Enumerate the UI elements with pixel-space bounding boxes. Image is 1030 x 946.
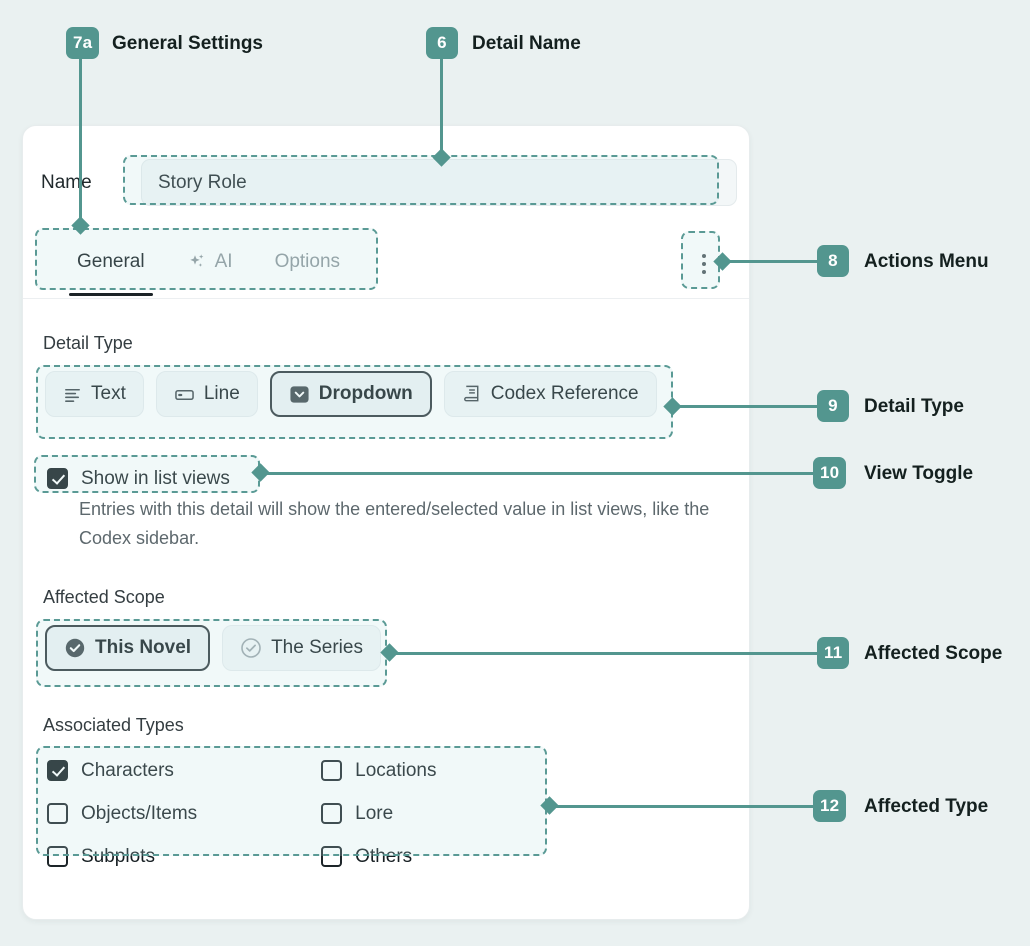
associated-types-column-left: Characters Objects/Items Subplots [47,753,197,874]
annotation-label-actions-menu: Actions Menu [864,251,989,272]
connector-line-6 [440,58,443,158]
annotation-label-affected-type: Affected Type [864,796,989,817]
locations-label: Locations [355,759,437,781]
detail-type-label: Detail Type [43,333,133,353]
connector-line-9 [678,405,819,408]
check-circle-filled-icon [64,637,86,659]
annotation-label-affected-scope: Affected Scope [864,643,1003,664]
affected-scope-options: This Novel The Series [45,625,381,671]
line-input-icon [174,385,195,404]
associated-type-others[interactable]: Others [321,839,436,874]
name-field-row: Name Story Role [41,159,737,206]
tab-general[interactable]: General [59,241,163,296]
detail-type-options: Text Line Dropdown [45,371,657,417]
show-in-list-views-toggle[interactable]: Show in list views [47,461,230,496]
annotation-badge-11: 11 [817,637,850,669]
annotation-label-view-toggle: View Toggle [864,463,974,484]
tab-general-label: General [77,250,145,272]
lore-label: Lore [355,802,394,824]
tab-options-label: Options [274,250,341,272]
affected-scope-option-the-series[interactable]: The Series [222,625,381,671]
detail-settings-panel: Name Story Role General AI [22,125,750,920]
check-circle-outline-icon [240,637,262,659]
name-input[interactable]: Story Role [141,159,737,206]
detail-type-option-codex-reference[interactable]: Codex Reference [443,371,657,417]
tab-bar: General AI Options [23,229,749,299]
annotation-badge-9: 9 [817,390,849,422]
detail-type-option-dropdown[interactable]: Dropdown [269,371,432,417]
annotation-label-general-settings: General Settings [112,33,263,54]
tab-options[interactable]: Options [257,241,358,287]
objects-items-label: Objects/Items [81,802,198,824]
associated-type-lore[interactable]: Lore [321,796,436,831]
sparkle-icon [187,252,207,272]
associated-types-grid: Characters Objects/Items Subplots Locati… [47,753,437,874]
associated-type-objects-items[interactable]: Objects/Items [47,796,197,831]
subplots-label: Subplots [81,845,155,867]
tab-ai[interactable]: AI [169,241,251,287]
subplots-checkbox[interactable] [47,846,68,867]
text-align-icon [63,385,82,404]
connector-line-7a [79,58,82,225]
affected-scope-the-series-label: The Series [271,637,363,658]
detail-type-option-codex-label: Codex Reference [490,383,639,404]
affected-scope-this-novel-label: This Novel [95,637,192,658]
dropdown-icon [289,384,310,405]
associated-type-locations[interactable]: Locations [321,753,437,788]
tab-ai-label: AI [214,250,233,272]
connector-line-11 [393,652,819,655]
detail-type-option-text-label: Text [91,383,126,404]
show-in-list-views-label: Show in list views [81,467,230,489]
affected-scope-label: Affected Scope [43,587,165,607]
characters-label: Characters [81,759,174,781]
connector-line-12 [553,805,815,808]
name-label: Name [41,171,92,193]
affected-scope-option-this-novel[interactable]: This Novel [45,625,211,671]
annotation-badge-7a: 7a [66,27,100,59]
view-toggle-description: Entries with this detail will show the e… [79,499,710,548]
others-label: Others [355,845,413,867]
detail-type-option-line-label: Line [203,383,240,404]
characters-checkbox[interactable] [47,760,68,781]
kebab-menu-icon[interactable] [691,247,717,281]
annotation-label-detail-name: Detail Name [472,33,581,54]
annotation-badge-8: 8 [817,245,849,277]
detail-type-option-dropdown-label: Dropdown [318,383,413,404]
annotation-badge-6: 6 [426,27,458,59]
associated-types-column-right: Locations Lore Others [321,753,437,874]
detail-type-option-text[interactable]: Text [45,371,144,417]
annotation-label-detail-type: Detail Type [864,396,964,417]
lore-checkbox[interactable] [321,803,343,824]
book-icon [462,384,482,405]
annotation-badge-10: 10 [813,457,847,489]
detail-type-option-line[interactable]: Line [155,371,258,417]
associated-type-subplots[interactable]: Subplots [47,839,197,874]
annotation-badge-12: 12 [813,790,847,822]
connector-line-10 [262,472,815,475]
show-in-list-views-checkbox[interactable] [47,468,68,489]
locations-checkbox[interactable] [321,760,343,781]
associated-type-characters[interactable]: Characters [47,753,197,788]
others-checkbox[interactable] [321,846,343,867]
associated-types-label: Associated Types [43,715,184,735]
objects-items-checkbox[interactable] [47,803,68,824]
connector-line-8 [723,260,819,263]
